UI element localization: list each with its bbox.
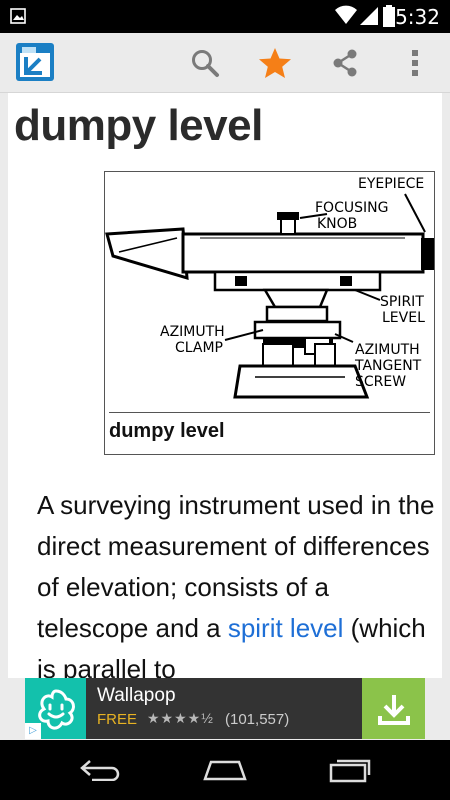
dumpy-level-drawing: EYEPIECE FOCUSING KNOB SPIRIT LEVEL AZIM…	[105, 176, 434, 399]
wifi-icon	[335, 5, 357, 30]
status-bar: 5:32	[0, 0, 450, 33]
entry-content[interactable]: dumpy level	[8, 93, 442, 678]
ad-rating-stars: ★★★★½	[147, 710, 214, 726]
home-icon[interactable]	[195, 752, 255, 788]
label-azimuth-tangent-screw-2: TANGENT	[354, 358, 422, 374]
share-icon[interactable]	[325, 43, 365, 83]
overflow-menu-icon[interactable]	[395, 43, 435, 83]
label-azimuth-tangent-screw: AZIMUTH	[355, 342, 420, 358]
app-logo-icon[interactable]	[16, 43, 54, 81]
label-spirit-level-2: LEVEL	[382, 310, 425, 326]
label-azimuth-clamp-2: CLAMP	[175, 340, 223, 356]
ad-price: FREE	[97, 711, 138, 728]
figure-caption: dumpy level	[109, 420, 225, 442]
battery-icon	[383, 5, 395, 32]
back-icon[interactable]	[70, 752, 130, 788]
ad-banner[interactable]: Wallapop FREE ★★★★½ (101,557)	[25, 678, 425, 739]
label-eyepiece: EYEPIECE	[358, 176, 424, 192]
label-focusing-knob-2: KNOB	[317, 216, 357, 232]
ad-rating-count: (101,557)	[225, 711, 290, 728]
search-icon[interactable]	[185, 43, 225, 83]
definition-before: A surveying instrument used in the direc…	[37, 490, 435, 643]
image-notification-icon	[10, 8, 26, 29]
label-azimuth-tangent-screw-3: SCREW	[355, 374, 406, 390]
caption-divider	[109, 412, 430, 413]
navigation-bar	[0, 740, 450, 800]
definition-after: (which is parallel to	[37, 613, 426, 678]
ad-app-name: Wallapop	[97, 685, 176, 706]
label-azimuth-clamp: AZIMUTH	[160, 324, 225, 340]
action-bar	[0, 33, 450, 93]
download-icon[interactable]	[362, 678, 425, 739]
entry-illustration: EYEPIECE FOCUSING KNOB SPIRIT LEVEL AZIM…	[104, 171, 435, 455]
signal-icon	[360, 7, 378, 30]
definition-text: A surveying instrument used in the direc…	[37, 485, 437, 678]
label-spirit-level: SPIRIT	[380, 294, 424, 310]
ad-choices-icon[interactable]: ▷	[25, 723, 41, 739]
status-time: 5:32	[395, 5, 440, 29]
recent-apps-icon[interactable]	[320, 752, 380, 788]
entry-title: dumpy level	[14, 101, 263, 150]
star-icon[interactable]	[255, 43, 295, 83]
label-focusing-knob: FOCUSING	[315, 200, 388, 216]
spirit-level-link[interactable]: spirit level	[227, 613, 344, 643]
